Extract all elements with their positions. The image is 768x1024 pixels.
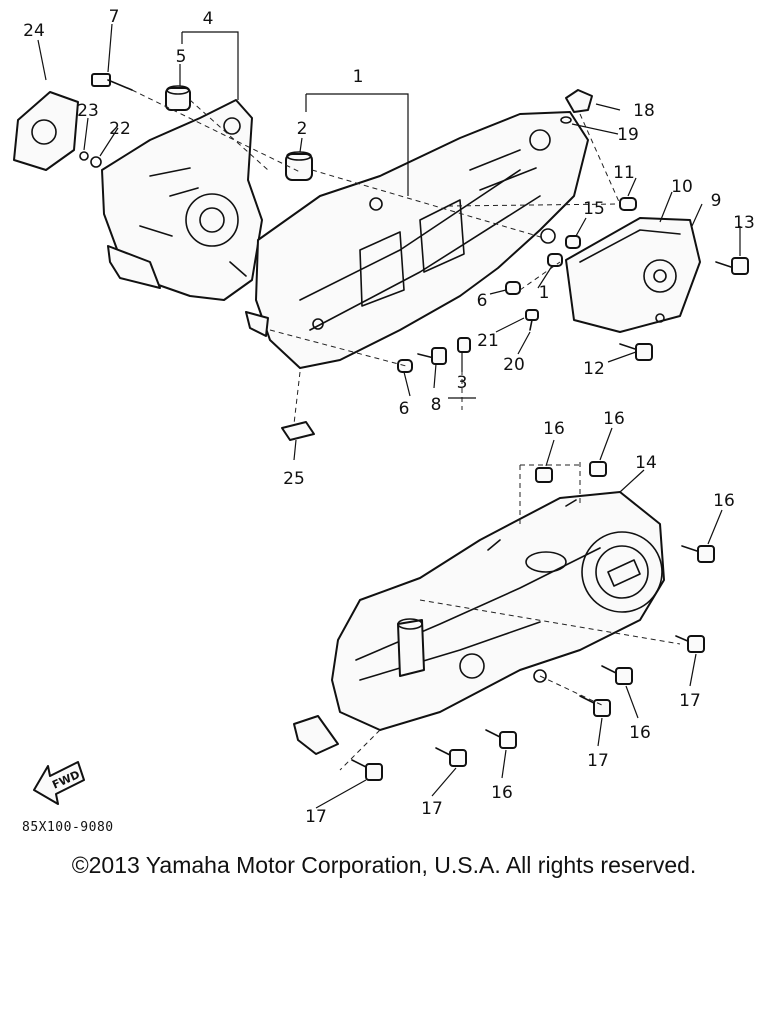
callout-label: 15 xyxy=(583,199,605,219)
callout-label: 19 xyxy=(617,125,639,145)
callout-label: 1 xyxy=(539,283,550,303)
callout-label: 23 xyxy=(77,101,99,121)
bushing-part xyxy=(165,85,191,111)
callout-label: 9 xyxy=(711,191,722,211)
callout-label: 22 xyxy=(109,119,131,139)
callout-label: 20 xyxy=(503,355,525,375)
callout-label: 17 xyxy=(305,807,327,827)
callout-label: 17 xyxy=(679,691,701,711)
callout-labels: 24 7 4 5 23 22 1 2 18 19 11 10 9 15 13 6… xyxy=(23,7,755,827)
bolt-part xyxy=(351,461,715,781)
crankcase-cover-part xyxy=(331,491,665,731)
copyright-notice: ©2013 Yamaha Motor Corporation, U.S.A. A… xyxy=(71,852,697,878)
callout-label: 25 xyxy=(283,469,305,489)
gasket-plate-part xyxy=(13,91,79,171)
alignment-lines xyxy=(131,89,681,771)
callout-label: 17 xyxy=(587,751,609,771)
exploded-parts-diagram: 24 7 4 5 23 22 1 2 18 19 11 10 9 15 13 6… xyxy=(13,7,755,827)
fwd-arrow-icon: FWD xyxy=(33,761,85,805)
left-crankcase-part xyxy=(79,99,263,301)
clip-part xyxy=(281,421,315,441)
callout-label: 16 xyxy=(629,723,651,743)
bolt-part xyxy=(91,73,133,91)
callout-label: 7 xyxy=(109,7,120,27)
bolt-part xyxy=(417,257,749,365)
leader-lines xyxy=(37,23,741,809)
callout-label: 11 xyxy=(613,163,635,183)
drawing-code: 85X100-9080 xyxy=(22,820,114,835)
callout-label: 18 xyxy=(633,101,655,121)
callout-label: 13 xyxy=(733,213,755,233)
callout-label: 17 xyxy=(421,799,443,819)
callout-label: 12 xyxy=(583,359,605,379)
callout-label: 21 xyxy=(477,331,499,351)
callout-label: 4 xyxy=(203,9,214,29)
bracket-part xyxy=(293,715,339,755)
callout-label: 6 xyxy=(477,291,488,311)
callout-label: 16 xyxy=(543,419,565,439)
bushing-part xyxy=(285,151,313,181)
callout-label: 1 xyxy=(353,67,364,87)
callout-label: 8 xyxy=(431,395,442,415)
callout-label: 3 xyxy=(457,373,468,393)
callout-label: 14 xyxy=(635,453,657,473)
callout-label: 24 xyxy=(23,21,45,41)
callout-label: 2 xyxy=(297,119,308,139)
callout-label: 16 xyxy=(491,783,513,803)
callout-label: 6 xyxy=(399,399,410,419)
callout-label: 5 xyxy=(176,47,187,67)
callout-label: 16 xyxy=(603,409,625,429)
crankcase-part xyxy=(245,111,589,369)
drain-plug-part xyxy=(560,89,593,124)
callout-label: 16 xyxy=(713,491,735,511)
callout-label: 10 xyxy=(671,177,693,197)
side-cover-part xyxy=(565,217,701,333)
